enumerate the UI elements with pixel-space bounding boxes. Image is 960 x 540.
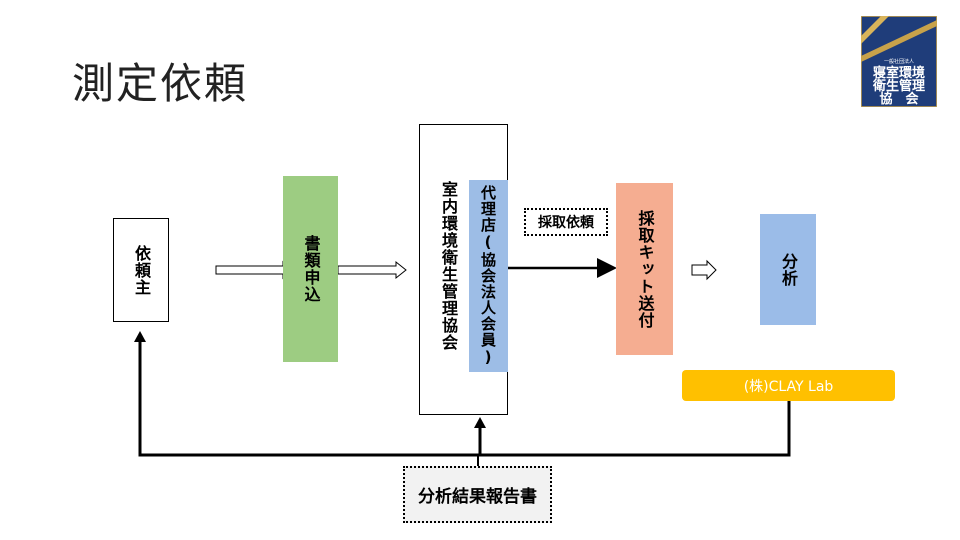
analysis-box: 分析 xyxy=(760,214,816,325)
page-title: 測定依頼 xyxy=(72,59,249,108)
client-label: 依頼主 xyxy=(132,244,151,296)
logo-graphic: 一般社団法人 寝室環境 衛生管理 協 会 xyxy=(860,15,938,108)
block-arrow-application-to-association xyxy=(337,260,407,280)
sampling-request-box: 採取依頼 xyxy=(524,208,608,236)
association-logo: 一般社団法人 寝室環境 衛生管理 協 会 xyxy=(860,15,938,108)
application-box: 書類申込 xyxy=(283,176,338,362)
logo-line3: 協 会 xyxy=(879,91,919,107)
logo-line1: 寝室環境 xyxy=(873,65,925,81)
kit-dispatch-box: 採取キット送付 xyxy=(616,183,673,355)
arrow-head-to-association xyxy=(474,417,486,428)
lab-label: (株)CLAY Lab xyxy=(743,378,834,395)
application-label: 書類申込 xyxy=(301,235,321,303)
block-arrow-kit-to-analysis xyxy=(691,259,717,281)
kit-dispatch-label: 採取キット送付 xyxy=(635,209,655,329)
analysis-label: 分析 xyxy=(779,252,798,287)
association-label: 室内環境衛生管理協会 xyxy=(439,180,458,351)
logo-line2: 衛生管理 xyxy=(872,78,925,94)
agent-box: 代理店(協会法人会員) xyxy=(469,180,508,372)
client-box: 依頼主 xyxy=(113,218,169,322)
block-arrow-client-to-application xyxy=(215,260,291,280)
arrow-head-to-client xyxy=(134,331,146,342)
lab-box: (株)CLAY Lab xyxy=(682,370,895,401)
report-box: 分析結果報告書 xyxy=(403,466,552,523)
agent-label: 代理店(協会法人会員) xyxy=(479,185,497,367)
report-label: 分析結果報告書 xyxy=(418,487,537,507)
sampling-request-label: 採取依頼 xyxy=(538,215,594,231)
logo-small-text: 一般社団法人 xyxy=(884,58,914,65)
